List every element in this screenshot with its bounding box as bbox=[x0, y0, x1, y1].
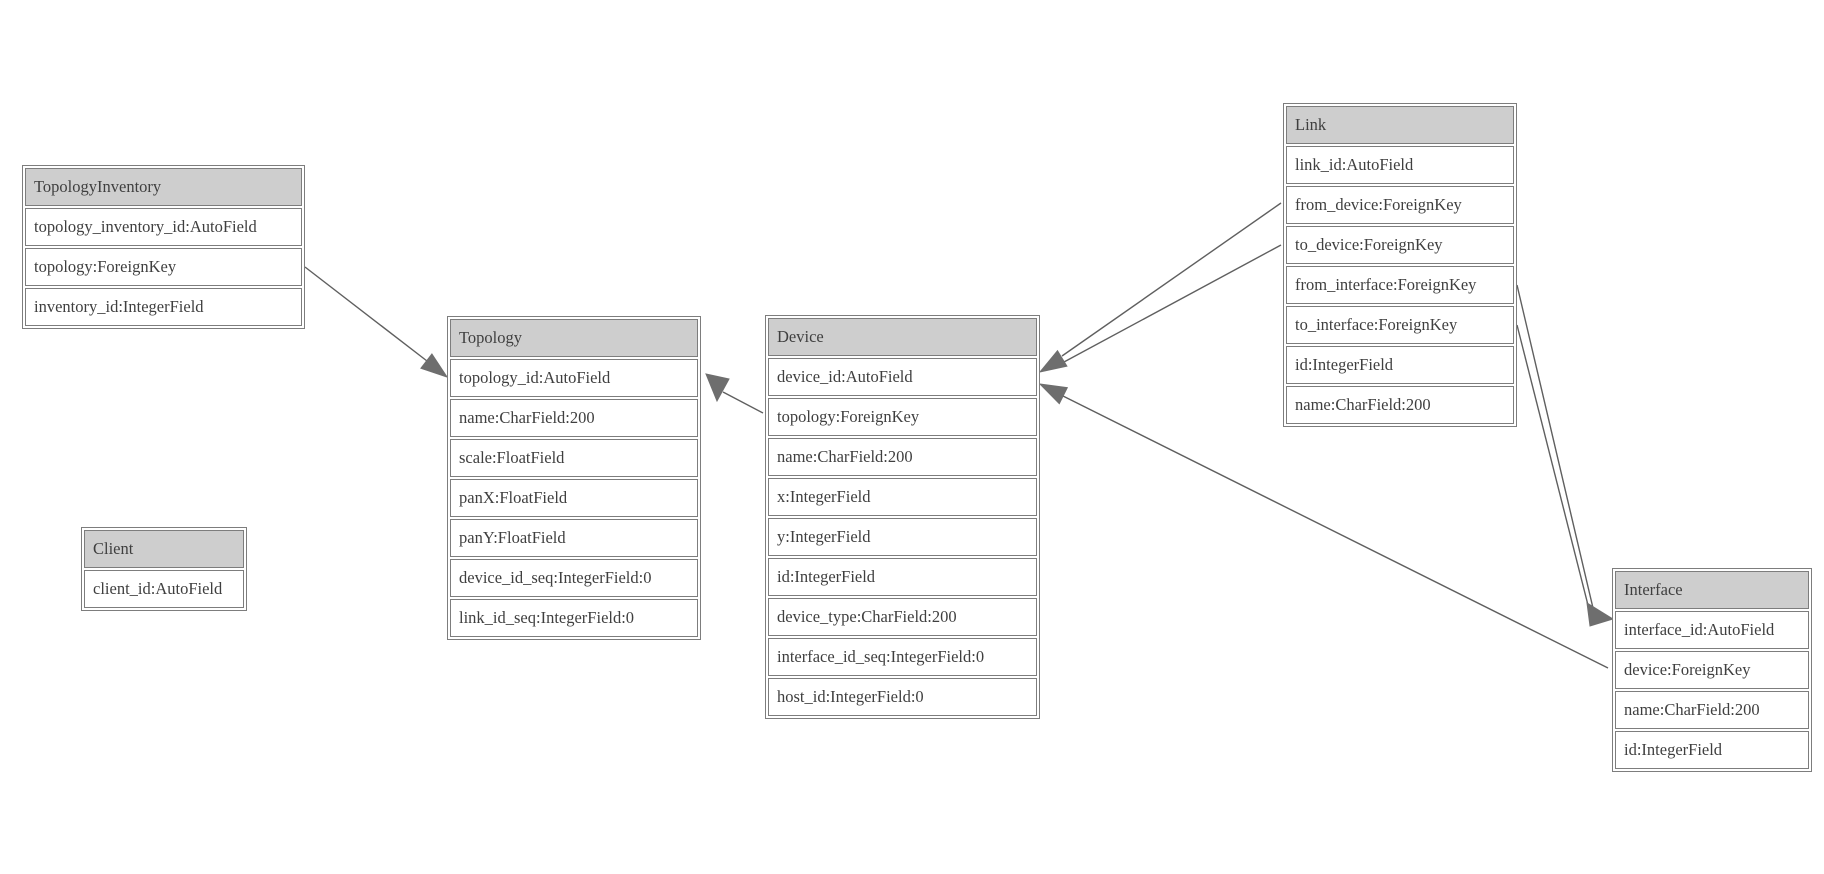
entity-header-topology: Topology bbox=[450, 319, 698, 357]
field-row: link_id:AutoField bbox=[1286, 146, 1514, 184]
field-row: panY:FloatField bbox=[450, 519, 698, 557]
field-row: name:CharField:200 bbox=[450, 399, 698, 437]
entity-fields: client_id:AutoField bbox=[84, 570, 244, 608]
field-row: from_device:ForeignKey bbox=[1286, 186, 1514, 224]
entity-header-topologyinventory: TopologyInventory bbox=[25, 168, 302, 206]
arrowhead-into-topology-left bbox=[420, 353, 449, 378]
edge-device-topology bbox=[722, 391, 764, 414]
field-row: name:CharField:200 bbox=[1286, 386, 1514, 424]
field-row: device_id:AutoField bbox=[768, 358, 1037, 396]
field-row: id:IntegerField bbox=[1615, 731, 1809, 769]
field-row: topology_id:AutoField bbox=[450, 359, 698, 397]
edge-interface-device bbox=[1062, 395, 1609, 669]
field-row: name:CharField:200 bbox=[768, 438, 1037, 476]
field-row: id:IntegerField bbox=[768, 558, 1037, 596]
field-row: device:ForeignKey bbox=[1615, 651, 1809, 689]
entity-header-device: Device bbox=[768, 318, 1037, 356]
field-row: interface_id_seq:IntegerField:0 bbox=[768, 638, 1037, 676]
field-row: device_id_seq:IntegerField:0 bbox=[450, 559, 698, 597]
entity-header-link: Link bbox=[1286, 106, 1514, 144]
arrowhead-into-topology-right bbox=[705, 373, 730, 403]
arrowhead-into-device-lower bbox=[1038, 383, 1069, 405]
field-row: id:IntegerField bbox=[1286, 346, 1514, 384]
field-row: topology_inventory_id:AutoField bbox=[25, 208, 302, 246]
arrowhead-into-device-upper bbox=[1038, 349, 1068, 373]
field-row: scale:FloatField bbox=[450, 439, 698, 477]
entity-table-client: Client client_id:AutoField bbox=[81, 527, 247, 611]
field-row: host_id:IntegerField:0 bbox=[768, 678, 1037, 716]
entity-header-interface: Interface bbox=[1615, 571, 1809, 609]
entity-table-topologyinventory: TopologyInventory topology_inventory_id:… bbox=[22, 165, 305, 329]
field-row: panX:FloatField bbox=[450, 479, 698, 517]
field-row: topology:ForeignKey bbox=[768, 398, 1037, 436]
edge-link-to-device bbox=[1063, 244, 1282, 363]
field-row: x:IntegerField bbox=[768, 478, 1037, 516]
edge-link-to-interface bbox=[1516, 324, 1591, 614]
field-row: link_id_seq:IntegerField:0 bbox=[450, 599, 698, 637]
entity-header-client: Client bbox=[84, 530, 244, 568]
field-row: topology:ForeignKey bbox=[25, 248, 302, 286]
field-row: interface_id:AutoField bbox=[1615, 611, 1809, 649]
field-row: y:IntegerField bbox=[768, 518, 1037, 556]
edge-link-from-interface bbox=[1516, 284, 1594, 609]
edge-topologyinventory-topology bbox=[304, 266, 428, 362]
field-row: name:CharField:200 bbox=[1615, 691, 1809, 729]
field-row: inventory_id:IntegerField bbox=[25, 288, 302, 326]
edge-link-from-device bbox=[1061, 202, 1282, 357]
field-row: to_device:ForeignKey bbox=[1286, 226, 1514, 264]
field-row: device_type:CharField:200 bbox=[768, 598, 1037, 636]
arrowhead-into-interface bbox=[1586, 602, 1615, 627]
field-row: to_interface:ForeignKey bbox=[1286, 306, 1514, 344]
field-row: from_interface:ForeignKey bbox=[1286, 266, 1514, 304]
field-row: client_id:AutoField bbox=[84, 570, 244, 608]
